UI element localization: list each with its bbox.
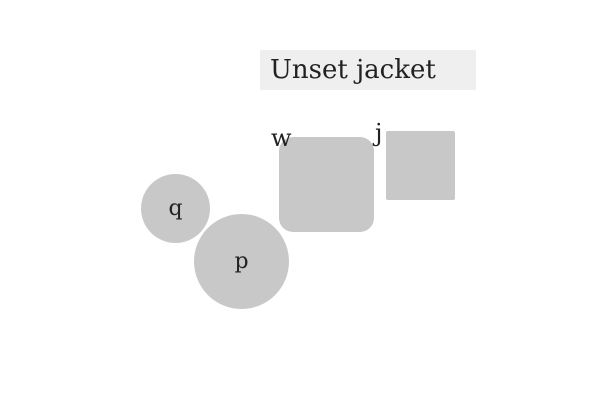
large-circle-label: p (234, 249, 249, 274)
rounded-square-label: w (271, 124, 292, 152)
large-circle-shape: p (194, 214, 289, 309)
small-circle-shape: q (141, 174, 210, 243)
square-label: j (375, 119, 383, 147)
title-bar: Unset jacket (260, 50, 476, 90)
small-circle-label: q (168, 196, 183, 221)
square-shape (386, 131, 455, 200)
rounded-square-shape (279, 137, 374, 232)
title-text: Unset jacket (270, 55, 436, 85)
